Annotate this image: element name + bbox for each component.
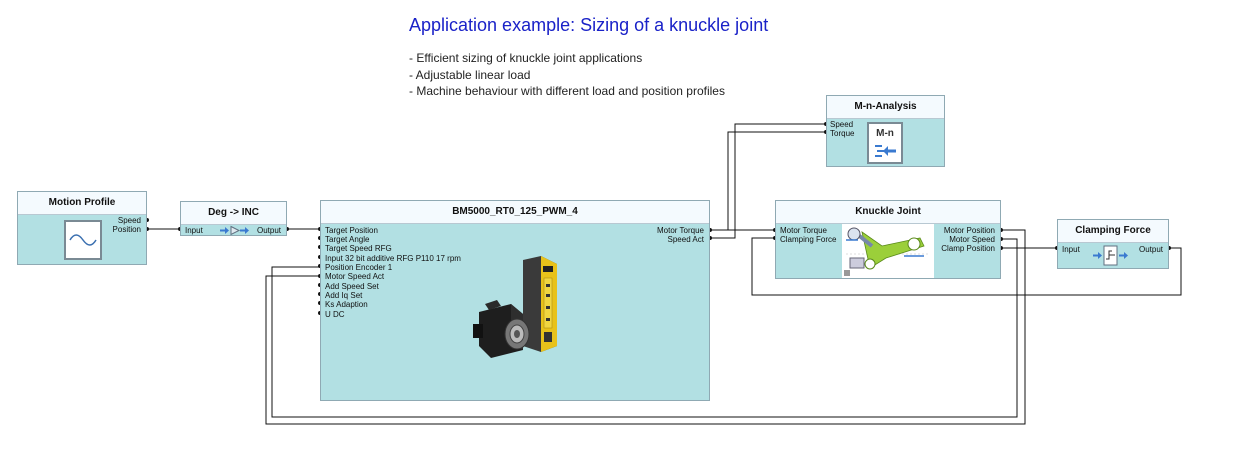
port-output[interactable]: Output (1138, 245, 1163, 254)
block-title: Clamping Force (1058, 220, 1168, 243)
motion-profile-icon (64, 220, 102, 260)
block-title: Knuckle Joint (776, 201, 1000, 224)
wire-clamp-output-to-knuckle (751, 237, 1182, 296)
port-position-encoder[interactable]: Position Encoder 1 (325, 263, 393, 272)
knuckle-joint-image (842, 224, 934, 278)
port-target-angle[interactable]: Target Angle (325, 235, 370, 244)
arrow-in-icon (875, 145, 896, 157)
port-motor-position[interactable]: Motor Position (943, 226, 995, 235)
motion-profile-block[interactable]: Motion Profile Speed Position (17, 191, 147, 265)
clamping-force-block[interactable]: Clamping Force Input Output (1057, 219, 1169, 269)
port-ks-adaption[interactable]: Ks Adaption (325, 300, 368, 309)
port-input[interactable]: Input (185, 226, 203, 235)
wire-speed-act-to-mn (710, 123, 826, 239)
page-title: Application example: Sizing of a knuckle… (409, 15, 769, 35)
mn-analysis-icon: M-n (867, 122, 903, 164)
port-output[interactable]: Output (256, 226, 281, 235)
port-torque[interactable]: Torque (830, 129, 855, 138)
block-title: BM5000_RT0_125_PWM_4 (321, 201, 709, 224)
port-input-32bit[interactable]: Input 32 bit additive RFG P110 17 rpm (325, 254, 461, 263)
knuckle-joint-block[interactable]: Knuckle Joint Motor Torque Clamping Forc… (775, 200, 1001, 279)
port-speed-act[interactable]: Speed Act (667, 235, 704, 244)
clamping-force-icon (1093, 245, 1128, 266)
description-list: - Efficient sizing of knuckle joint appl… (409, 50, 725, 100)
port-position[interactable]: Position (112, 225, 141, 234)
block-title: Motion Profile (18, 192, 146, 215)
port-u-dc[interactable]: U DC (325, 310, 345, 319)
port-motor-speed[interactable]: Motor Speed (949, 235, 995, 244)
port-add-speed-set[interactable]: Add Speed Set (325, 282, 379, 291)
port-clamp-position[interactable]: Clamp Position (941, 244, 995, 253)
description-item: - Adjustable linear load (409, 67, 531, 82)
port-speed[interactable]: Speed (830, 120, 854, 129)
port-speed[interactable]: Speed (117, 216, 141, 225)
port-input[interactable]: Input (1062, 245, 1080, 254)
description-item: - Efficient sizing of knuckle joint appl… (409, 51, 643, 65)
wire-motor-speed-to-speed-act (271, 238, 1018, 418)
port-motor-speed-act[interactable]: Motor Speed Act (325, 272, 385, 281)
bm5000-block[interactable]: BM5000_RT0_125_PWM_4 Target Position Tar… (320, 200, 710, 401)
port-add-iq-set[interactable]: Add Iq Set (325, 291, 363, 300)
mn-analysis-block[interactable]: M-n-Analysis Speed Torque M-n (826, 95, 945, 167)
port-motor-torque[interactable]: Motor Torque (657, 226, 704, 235)
deg-inc-block[interactable]: Deg -> INC Input Output (180, 201, 287, 236)
port-clamping-force[interactable]: Clamping Force (780, 235, 837, 244)
servo-drive-motor-image (473, 256, 557, 358)
description-item: - Machine behaviour with different load … (409, 84, 725, 98)
wire-motor-position-to-encoder (265, 229, 1026, 425)
mn-icon-label: M-n (876, 128, 894, 139)
conversion-icon (220, 225, 249, 236)
port-target-speed-rfg[interactable]: Target Speed RFG (325, 244, 392, 253)
port-motor-torque[interactable]: Motor Torque (780, 226, 827, 235)
block-title: Deg -> INC (181, 202, 286, 225)
block-title: M-n-Analysis (827, 96, 944, 119)
port-target-position[interactable]: Target Position (325, 226, 378, 235)
